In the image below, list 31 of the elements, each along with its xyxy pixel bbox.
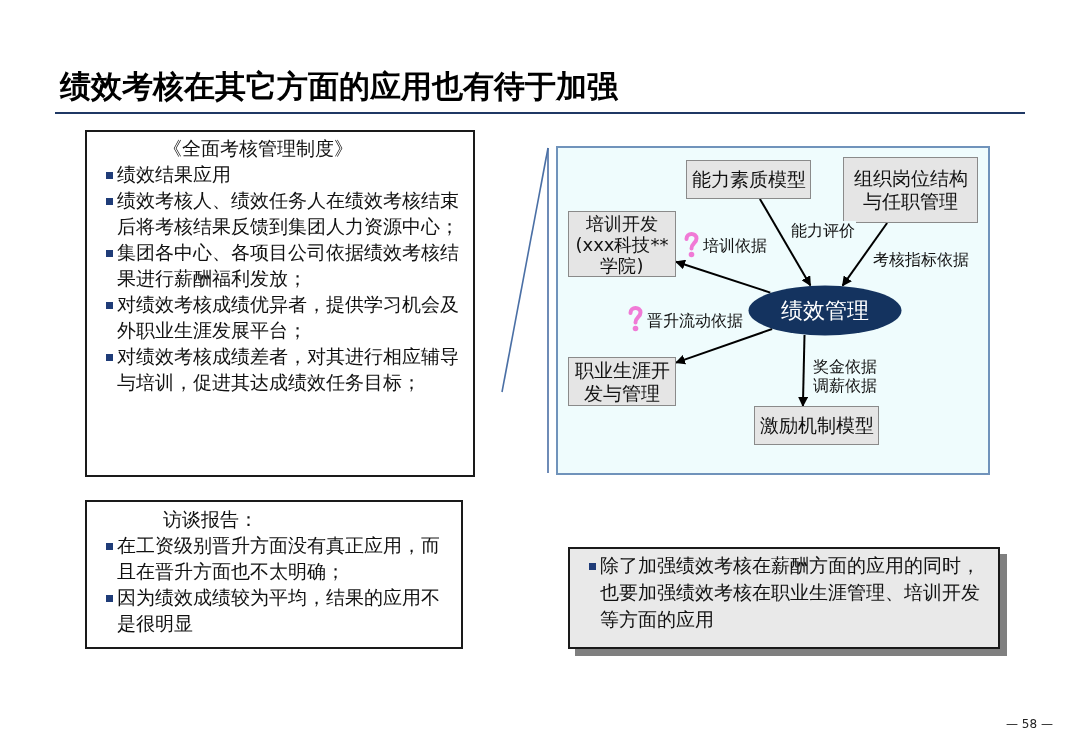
diagram-panel — [556, 146, 990, 475]
arrow — [798, 334, 809, 407]
arrow — [675, 328, 774, 365]
arrow — [675, 259, 772, 294]
list-item: 在工资级别晋升方面没有真正应用，而且在晋升方面也不太明确； — [117, 534, 441, 584]
arrow — [758, 198, 812, 287]
arrow — [841, 222, 889, 287]
list-item: 对绩效考核成绩差者，对其进行相应辅导与培训，促进其达成绩效任务目标； — [117, 345, 460, 395]
panel-heading: 《全面考核管理制度》 — [162, 137, 354, 161]
list-item: 对绩效考核成绩优异者，提供学习机会及外职业生涯发展平台； — [117, 293, 460, 343]
edge-label: 考核指标依据 — [872, 250, 970, 269]
process-box: 组织岗位结构与任职管理 — [843, 157, 978, 223]
node-label: 绩效管理 — [781, 297, 869, 324]
process-box: 激励机制模型 — [754, 406, 879, 445]
edge-label: 培训依据 — [702, 236, 768, 255]
page-number: — 58 — — [1006, 716, 1053, 732]
page-title: 绩效考核在其它方面的应用也有待于加强 — [60, 67, 618, 106]
list-item: 除了加强绩效考核在薪酬方面的应用的同时，也要加强绩效考核在职业生涯管理、培训开发等方面的应用 — [600, 553, 981, 632]
panel-heading: 访谈报告： — [162, 508, 259, 532]
edge-label: 晋升流动依据 — [646, 311, 744, 330]
list-item: 集团各中心、各项目公司依据绩效考核结果进行薪酬福利发放； — [117, 241, 460, 291]
ellipse-node — [748, 285, 902, 336]
list-item: 绩效考核人、绩效任务人在绩效考核结束后将考核结果反馈到集团人力资源中心； — [117, 189, 460, 239]
edge-label: 能力评价 — [790, 221, 856, 240]
process-box: 能力素质模型 — [686, 160, 811, 199]
text-panel — [85, 130, 475, 477]
list-item: 因为绩效成绩较为平均，结果的应用不是很明显 — [117, 586, 441, 636]
process-box: 培训开发(xxx科技**学院) — [568, 211, 676, 277]
text-panel — [85, 500, 463, 649]
list-item: 绩效结果应用 — [117, 163, 232, 187]
process-box: 职业生涯开发与管理 — [568, 357, 676, 406]
